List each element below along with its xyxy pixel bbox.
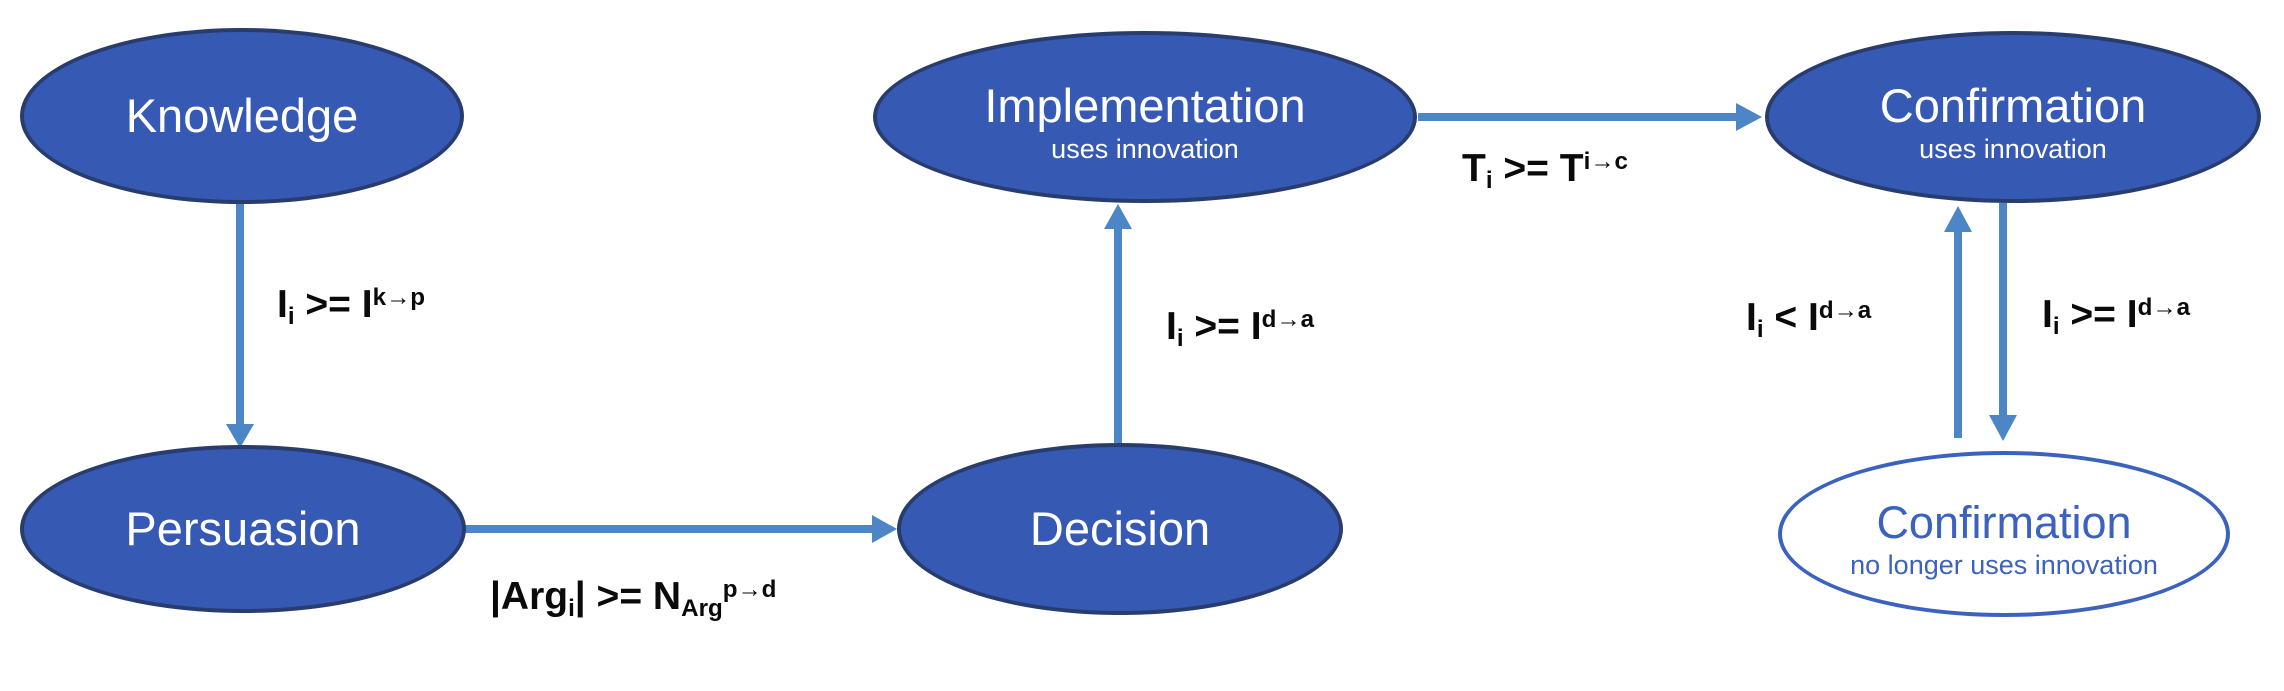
condition-implementation-to-confirmation: Ti >= Ti→c xyxy=(1462,147,1628,194)
node-confirmation-inactive-subtitle: no longer uses innovation xyxy=(1850,550,2158,581)
condition-persuasion-to-decision: |Argi| >= NArgp→d xyxy=(490,575,777,622)
node-confirmation-active-title: Confirmation xyxy=(1879,78,2147,132)
node-implementation-subtitle: uses innovation xyxy=(1051,134,1239,165)
node-confirmation-active: Confirmation uses innovation xyxy=(1765,31,2261,203)
node-decision-title: Decision xyxy=(1029,502,1211,556)
node-confirmation-inactive: Confirmation no longer uses innovation xyxy=(1778,451,2230,617)
arrow-knowledge-to-persuasion xyxy=(226,204,254,448)
condition-active-to-inactive-confirmation: Ii >= Id→a xyxy=(2042,293,2191,340)
node-persuasion: Persuasion xyxy=(20,445,466,613)
arrow-persuasion-to-decision xyxy=(464,515,897,543)
condition-decision-to-implementation: Ii >= Id→a xyxy=(1166,305,1315,352)
arrow-active-to-inactive-confirmation xyxy=(1989,203,2017,441)
arrow-decision-to-implementation xyxy=(1104,204,1132,443)
node-implementation: Implementation uses innovation xyxy=(873,31,1417,203)
node-decision: Decision xyxy=(897,443,1343,615)
node-confirmation-inactive-title: Confirmation xyxy=(1876,497,2132,549)
node-confirmation-active-subtitle: uses innovation xyxy=(1919,134,2107,165)
node-knowledge: Knowledge xyxy=(20,28,464,204)
condition-inactive-to-active-confirmation: Ii < Id→a xyxy=(1746,296,1872,343)
node-knowledge-title: Knowledge xyxy=(125,89,359,143)
arrow-implementation-to-confirmation xyxy=(1418,103,1762,131)
node-persuasion-title: Persuasion xyxy=(125,502,361,556)
node-implementation-title: Implementation xyxy=(984,78,1306,132)
arrow-inactive-to-active-confirmation xyxy=(1944,206,1972,438)
condition-knowledge-to-persuasion: Ii >= Ik→p xyxy=(277,283,426,330)
